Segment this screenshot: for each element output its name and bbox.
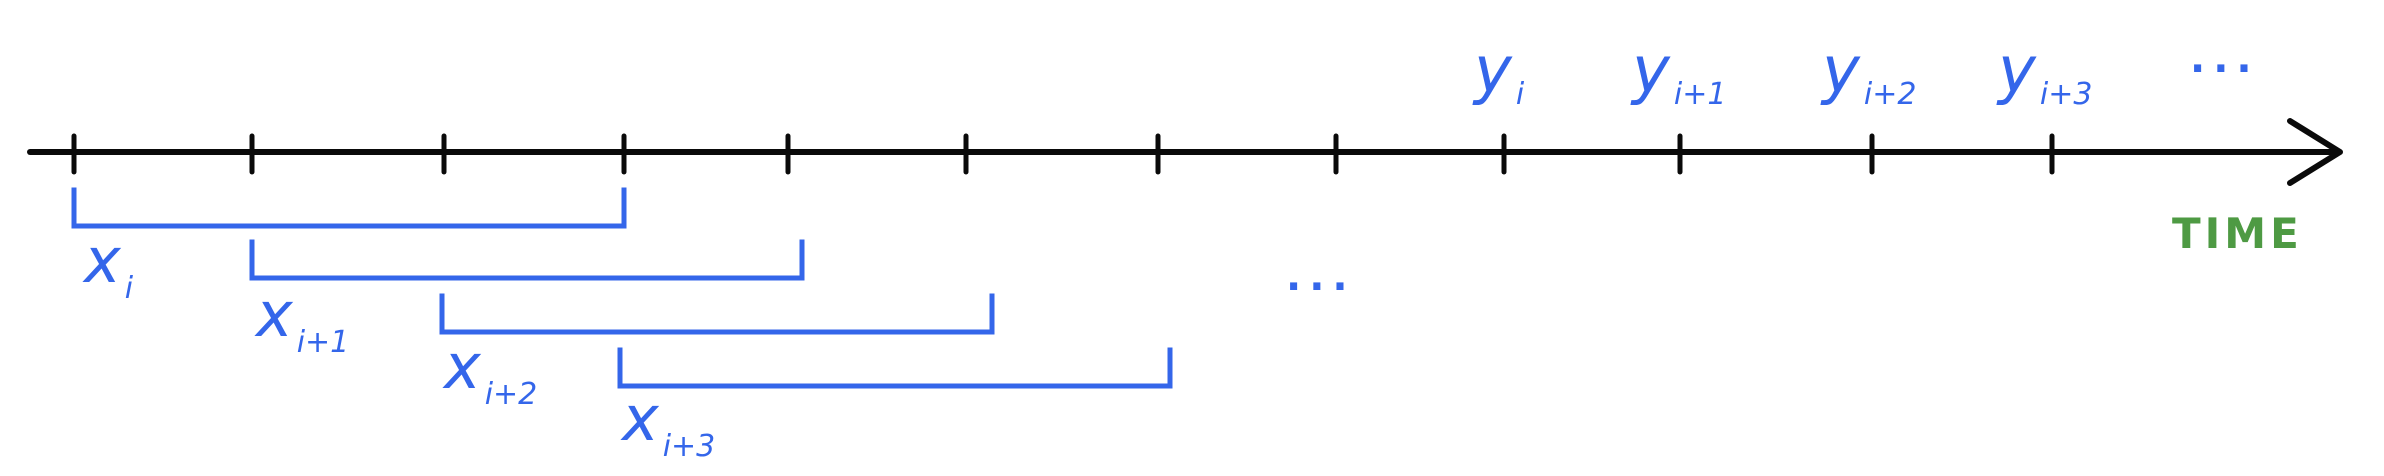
time-axis — [27, 118, 2343, 186]
output-label-y-subscript: i — [1516, 77, 1525, 112]
input-window-label-x-subscript: i+2 — [485, 377, 538, 412]
output-label-y-subscript: i+1 — [1674, 77, 1727, 112]
outputs-ellipsis: ... — [2190, 36, 2260, 82]
input-window-label-x-subscript: i+3 — [663, 429, 716, 464]
output-label-y-base: y — [1996, 34, 2037, 108]
output-label-y-subscript: i+2 — [1864, 77, 1917, 112]
axis-ticks — [71, 133, 2055, 175]
input-window-label-x-base: x — [620, 382, 660, 455]
input-window-label-x-base: x — [82, 224, 122, 297]
input-windows-ellipsis: ... — [1286, 254, 1356, 300]
input-window-bracket — [439, 293, 995, 335]
input-window-label-x-subscript: i — [125, 271, 134, 306]
input-window-label-x-base: x — [254, 278, 294, 351]
output-label-y-base: y — [1630, 34, 1671, 108]
input-window-bracket — [71, 187, 627, 229]
time-axis-label: TIME — [2172, 209, 2303, 258]
output-label-y-base: y — [1820, 34, 1861, 108]
input-window-label-x-subscript: i+1 — [297, 325, 350, 360]
output-label-y-base: y — [1472, 34, 1513, 108]
time-axis-arrowhead-icon — [2287, 118, 2343, 186]
input-window-label-x-base: x — [442, 330, 482, 403]
input-window-bracket — [249, 239, 805, 281]
input-window-bracket — [617, 347, 1173, 389]
output-label-y-subscript: i+3 — [2040, 77, 2093, 112]
